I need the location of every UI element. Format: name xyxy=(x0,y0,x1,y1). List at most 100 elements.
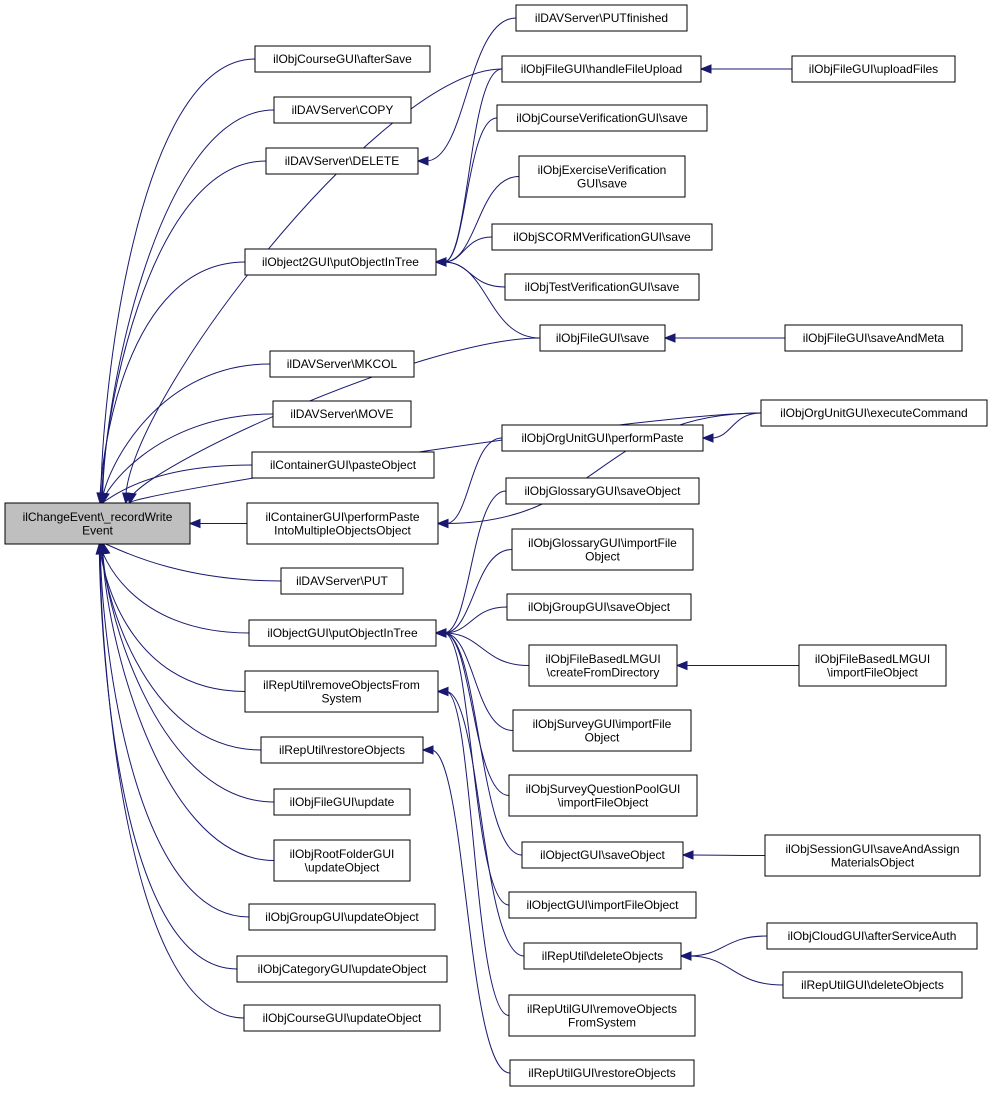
node-box[interactable] xyxy=(539,324,666,352)
node-box[interactable] xyxy=(511,528,694,571)
node-box[interactable] xyxy=(501,424,704,452)
node-box[interactable] xyxy=(243,1004,441,1032)
node-box[interactable] xyxy=(760,399,988,427)
node-group-update[interactable]: ilObjGroupGUI\updateObject xyxy=(248,903,436,931)
node-box[interactable] xyxy=(496,104,708,132)
node-label-line: System xyxy=(321,691,361,705)
node-category-update[interactable]: ilObjCategoryGUI\updateObject xyxy=(236,955,448,983)
node-box[interactable] xyxy=(518,155,686,198)
node-box[interactable] xyxy=(508,774,698,817)
node-survey-import[interactable]: ilObjSurveyGUI\importFileObject xyxy=(512,709,692,752)
node-label-line: ilChangeEvent\_recordWrite xyxy=(23,510,173,524)
node-file-save-and-meta[interactable]: ilObjFileGUI\saveAndMeta xyxy=(784,324,963,352)
node-dav-put-finished[interactable]: ilDAVServer\PUTfinished xyxy=(515,4,688,32)
node-file-based-create[interactable]: ilObjFileBasedLMGUI\createFromDirectory xyxy=(528,644,678,687)
node-obj2-put-in-tree[interactable]: ilObject2GUI\putObjectInTree xyxy=(244,248,437,276)
edge-rep-gui-delete-to-rep-delete xyxy=(679,951,784,986)
edge-course-update-to-root xyxy=(96,542,245,1019)
node-box[interactable] xyxy=(248,619,437,647)
node-box[interactable] xyxy=(246,502,439,545)
node-file-handle-upload[interactable]: ilObjFileGUI\handleFileUpload xyxy=(501,55,702,83)
node-org-perform-paste[interactable]: ilObjOrgUnitGUI\performPaste xyxy=(501,424,704,452)
node-box[interactable] xyxy=(512,709,692,752)
node-box[interactable] xyxy=(260,736,424,764)
node-course-verif-save[interactable]: ilObjCourseVerificationGUI\save xyxy=(496,104,708,132)
node-box[interactable] xyxy=(521,841,684,869)
node-rep-delete[interactable]: ilRepUtil\deleteObjects xyxy=(523,942,682,970)
node-box[interactable] xyxy=(509,1059,695,1087)
node-box[interactable] xyxy=(244,670,439,713)
node-box[interactable] xyxy=(265,147,419,175)
node-box[interactable] xyxy=(4,502,191,545)
node-label-line: ilObjGlossaryGUI\importFile xyxy=(528,536,677,550)
edge-org-execute-to-cont-perform-paste xyxy=(436,412,762,529)
node-label-line: ilObjectGUI\saveObject xyxy=(540,848,665,862)
node-org-execute[interactable]: ilObjOrgUnitGUI\executeCommand xyxy=(760,399,988,427)
node-course-after-save[interactable]: ilObjCourseGUI\afterSave xyxy=(254,45,431,73)
node-rep-gui-restore[interactable]: ilRepUtilGUI\restoreObjects xyxy=(509,1059,695,1087)
node-label-line: ilObjFileGUI\save xyxy=(556,331,650,345)
node-box[interactable] xyxy=(506,593,692,621)
node-glossary-import[interactable]: ilObjGlossaryGUI\importFileObject xyxy=(511,528,694,571)
node-box[interactable] xyxy=(244,248,437,276)
node-box[interactable] xyxy=(508,891,697,919)
node-label-line: ilObjSurveyGUI\importFile xyxy=(533,717,672,731)
node-box[interactable] xyxy=(272,400,412,428)
node-dav-delete[interactable]: ilDAVServer\DELETE xyxy=(265,147,419,175)
node-obj-save[interactable]: ilObjectGUI\saveObject xyxy=(521,841,684,869)
node-session-save-assign[interactable]: ilObjSessionGUI\saveAndAssignMaterialsOb… xyxy=(764,834,981,877)
node-box[interactable] xyxy=(273,839,411,882)
node-box[interactable] xyxy=(251,451,435,479)
node-box[interactable] xyxy=(508,994,696,1037)
node-label-line: Event xyxy=(82,523,113,537)
node-dav-move[interactable]: ilDAVServer\MOVE xyxy=(272,400,412,428)
node-box[interactable] xyxy=(528,644,678,687)
node-file-upload-files[interactable]: ilObjFileGUI\uploadFiles xyxy=(791,55,956,83)
node-rep-gui-delete[interactable]: ilRepUtilGUI\deleteObjects xyxy=(782,971,963,999)
node-file-update[interactable]: ilObjFileGUI\update xyxy=(273,788,411,816)
node-box[interactable] xyxy=(791,55,956,83)
node-survey-qpimport[interactable]: ilObjSurveyQuestionPoolGUI\importFileObj… xyxy=(508,774,698,817)
node-box[interactable] xyxy=(784,324,963,352)
node-box[interactable] xyxy=(798,644,947,687)
node-box[interactable] xyxy=(491,223,713,251)
node-box[interactable] xyxy=(764,834,981,877)
node-box[interactable] xyxy=(504,273,700,301)
node-box[interactable] xyxy=(515,4,688,32)
node-test-verif-save[interactable]: ilObjTestVerificationGUI\save xyxy=(504,273,700,301)
node-cloud-after-auth[interactable]: ilObjCloudGUI\afterServiceAuth xyxy=(766,922,978,950)
node-file-based-import[interactable]: ilObjFileBasedLMGUI\importFileObject xyxy=(798,644,947,687)
node-label-line: ilObjSessionGUI\saveAndAssign xyxy=(785,842,959,856)
node-box[interactable] xyxy=(782,971,963,999)
node-box[interactable] xyxy=(505,477,700,505)
node-box[interactable] xyxy=(273,96,412,124)
node-dav-put[interactable]: ilDAVServer\PUT xyxy=(280,567,404,595)
node-scorm-verif-save[interactable]: ilObjSCORMVerificationGUI\save xyxy=(491,223,713,251)
node-cont-perform-paste[interactable]: ilContainerGUI\performPasteIntoMultipleO… xyxy=(246,502,439,545)
node-box[interactable] xyxy=(523,942,682,970)
node-box[interactable] xyxy=(269,350,415,378)
node-glossary-save[interactable]: ilObjGlossaryGUI\saveObject xyxy=(505,477,700,505)
node-cont-paste[interactable]: ilContainerGUI\pasteObject xyxy=(251,451,435,479)
node-box[interactable] xyxy=(280,567,404,595)
node-box[interactable] xyxy=(501,55,702,83)
node-label-line: ilObjFileGUI\uploadFiles xyxy=(809,62,938,76)
node-file-save[interactable]: ilObjFileGUI\save xyxy=(539,324,666,352)
node-box[interactable] xyxy=(254,45,431,73)
node-box[interactable] xyxy=(236,955,448,983)
node-rep-restore[interactable]: ilRepUtil\restoreObjects xyxy=(260,736,424,764)
node-course-update[interactable]: ilObjCourseGUI\updateObject xyxy=(243,1004,441,1032)
node-obj-put-in-tree[interactable]: ilObjectGUI\putObjectInTree xyxy=(248,619,437,647)
node-root-folder-update[interactable]: ilObjRootFolderGUI\updateObject xyxy=(273,839,411,882)
node-box[interactable] xyxy=(273,788,411,816)
node-dav-copy[interactable]: ilDAVServer\COPY xyxy=(273,96,412,124)
node-box[interactable] xyxy=(248,903,436,931)
node-dav-mkcol[interactable]: ilDAVServer\MKCOL xyxy=(269,350,415,378)
node-obj-import[interactable]: ilObjectGUI\importFileObject xyxy=(508,891,697,919)
node-group-save[interactable]: ilObjGroupGUI\saveObject xyxy=(506,593,692,621)
node-box[interactable] xyxy=(766,922,978,950)
